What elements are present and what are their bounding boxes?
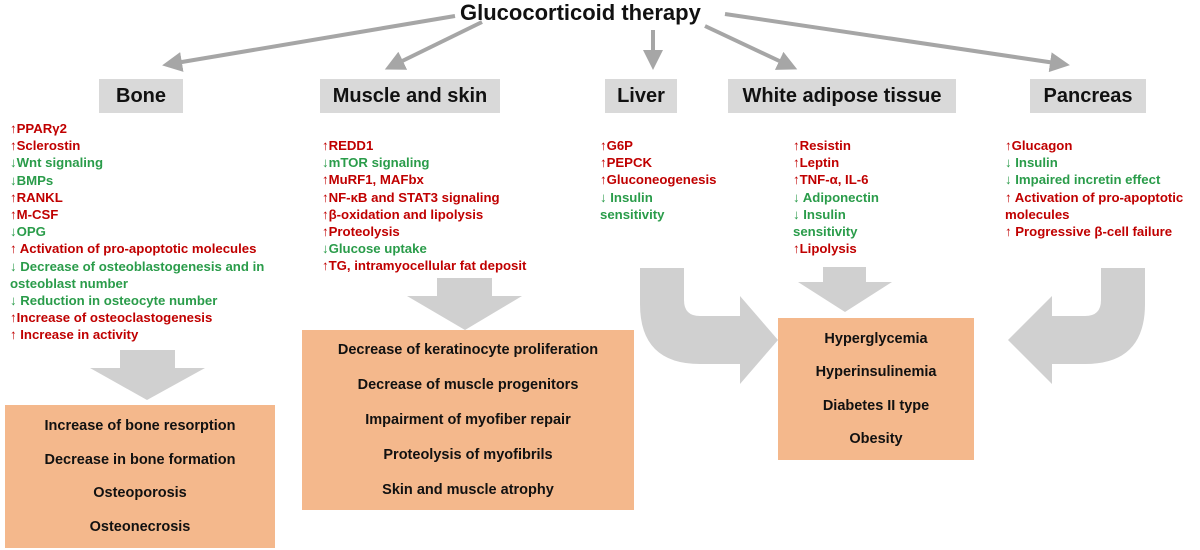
header-adipose-label: White adipose tissue bbox=[742, 85, 942, 107]
metabolic-outcomes-box: Hyperglycemia Hyperinsulinemia Diabetes … bbox=[778, 318, 974, 460]
effect-item: ↑β-oxidation and lipolysis bbox=[322, 206, 484, 222]
arrow-muscle-outcome bbox=[407, 278, 522, 330]
arrow-to-bone bbox=[162, 14, 456, 72]
effect-item: sensitivity bbox=[793, 224, 858, 240]
effect-item: ↑G6P bbox=[600, 138, 633, 153]
header-liver: Liver bbox=[605, 79, 677, 113]
arrow-to-muscle-skin bbox=[384, 20, 483, 70]
outcome-item: Decrease in bone formation bbox=[44, 451, 236, 468]
effect-item: ↑ Increase in activity bbox=[10, 327, 139, 343]
arrow-to-adipose bbox=[704, 24, 798, 70]
header-adipose: White adipose tissue bbox=[728, 79, 956, 113]
outcome-item: Decrease of muscle progenitors bbox=[357, 376, 579, 393]
effect-item: ↑RANKL bbox=[10, 189, 63, 205]
header-liver-label: Liver bbox=[617, 85, 665, 107]
outcome-item: Impairment of myofiber repair bbox=[365, 411, 571, 428]
outcome-item: Skin and muscle atrophy bbox=[382, 482, 554, 499]
effect-item: ↓ Impaired incretin effect bbox=[1005, 172, 1161, 188]
arrow-to-pancreas bbox=[724, 12, 1070, 73]
muscle-skin-outcomes-box: Decrease of keratinocyte proliferation D… bbox=[302, 330, 634, 510]
effect-item: ↑ Progressive β-cell failure bbox=[1005, 224, 1173, 240]
effect-item: sensitivity bbox=[600, 206, 665, 222]
effect-item: ↑PEPCK bbox=[600, 155, 653, 171]
effect-item: ↑TG, intramyocellular fat deposit bbox=[322, 258, 527, 274]
header-pancreas-label: Pancreas bbox=[1043, 85, 1133, 107]
effect-item: ↓ Reduction in osteocyte number bbox=[10, 293, 218, 309]
effect-item: ↓Wnt signaling bbox=[10, 155, 104, 171]
outcome-item: Osteoporosis bbox=[93, 485, 187, 502]
effect-item: ↑Gluconeogenesis bbox=[600, 172, 717, 188]
muscle-skin-effects: ↑REDD1 ↓mTOR signaling ↑MuRF1, MAFbx ↑NF… bbox=[322, 137, 582, 275]
outcome-item: Hyperinsulinemia bbox=[815, 364, 937, 381]
liver-effects: ↑G6P ↑PEPCK ↑Gluconeogenesis ↓ Insulin s… bbox=[600, 137, 750, 223]
header-muscle-skin: Muscle and skin bbox=[320, 79, 500, 113]
outcome-item: Decrease of keratinocyte proliferation bbox=[337, 341, 599, 358]
effect-item: ↑Resistin bbox=[793, 138, 851, 153]
outcome-item: Diabetes II type bbox=[822, 397, 930, 414]
effect-item: ↑REDD1 bbox=[322, 138, 374, 153]
effect-item: ↑ Activation of pro-apoptotic molecules bbox=[10, 241, 257, 257]
header-bone: Bone bbox=[99, 79, 183, 113]
header-pancreas: Pancreas bbox=[1030, 79, 1146, 113]
effect-item: ↑Sclerostin bbox=[10, 138, 81, 154]
effect-item: ↑PPARγ2 bbox=[10, 121, 67, 136]
effect-item: ↑Leptin bbox=[793, 155, 840, 171]
outcome-item: Hyperglycemia bbox=[824, 330, 928, 347]
outcome-item: Proteolysis of myofibrils bbox=[383, 447, 553, 464]
effect-item: ↑ Activation of pro-apoptotic molecules bbox=[1005, 189, 1184, 222]
adipose-effects: ↑Resistin ↑Leptin ↑TNF-α, IL-6 ↓ Adipone… bbox=[793, 137, 953, 257]
effect-item: ↑Increase of osteoclastogenesis bbox=[10, 310, 213, 326]
effect-item: ↓ Insulin bbox=[793, 206, 846, 222]
arrow-pancreas-outcome bbox=[1008, 268, 1145, 384]
arrow-liver-outcome bbox=[640, 268, 778, 384]
bone-outcomes-box: Increase of bone resorption Decrease in … bbox=[5, 405, 275, 548]
effect-item: ↓BMPs bbox=[10, 172, 54, 188]
effect-item: ↑NF-κB and STAT3 signaling bbox=[322, 189, 500, 205]
diagram-title: Glucocorticoid therapy bbox=[460, 0, 701, 25]
arrow-adipose-outcome bbox=[798, 267, 892, 312]
effect-item: ↑Lipolysis bbox=[793, 241, 857, 257]
effect-item: ↑Glucagon bbox=[1005, 138, 1073, 153]
effect-item: ↑Proteolysis bbox=[322, 224, 400, 240]
effect-item: ↓ Insulin bbox=[600, 189, 653, 205]
effect-item: ↑M-CSF bbox=[10, 207, 59, 223]
header-bone-label: Bone bbox=[116, 85, 166, 107]
effect-item: ↓ Decrease of osteoblastogenesis and in … bbox=[10, 258, 265, 291]
arrow-bone-outcome bbox=[90, 350, 205, 400]
effect-item: ↑MuRF1, MAFbx bbox=[322, 172, 424, 188]
effect-item: ↓ Adiponectin bbox=[793, 189, 879, 205]
effect-item: ↑TNF-α, IL-6 bbox=[793, 172, 869, 188]
pancreas-effects: ↑Glucagon ↓ Insulin ↓ Impaired incretin … bbox=[1005, 137, 1195, 240]
outcome-item: Increase of bone resorption bbox=[44, 417, 236, 434]
header-muscle-skin-label: Muscle and skin bbox=[332, 85, 488, 107]
effect-item: ↓mTOR signaling bbox=[322, 155, 430, 171]
bone-effects: ↑PPARγ2 ↑Sclerostin ↓Wnt signaling ↓BMPs… bbox=[10, 120, 302, 344]
outcome-item: Osteonecrosis bbox=[89, 519, 191, 536]
effect-item: ↓Glucose uptake bbox=[322, 241, 427, 257]
effect-item: ↓OPG bbox=[10, 224, 46, 240]
outcome-item: Obesity bbox=[849, 431, 903, 448]
effect-item: ↓ Insulin bbox=[1005, 155, 1058, 171]
